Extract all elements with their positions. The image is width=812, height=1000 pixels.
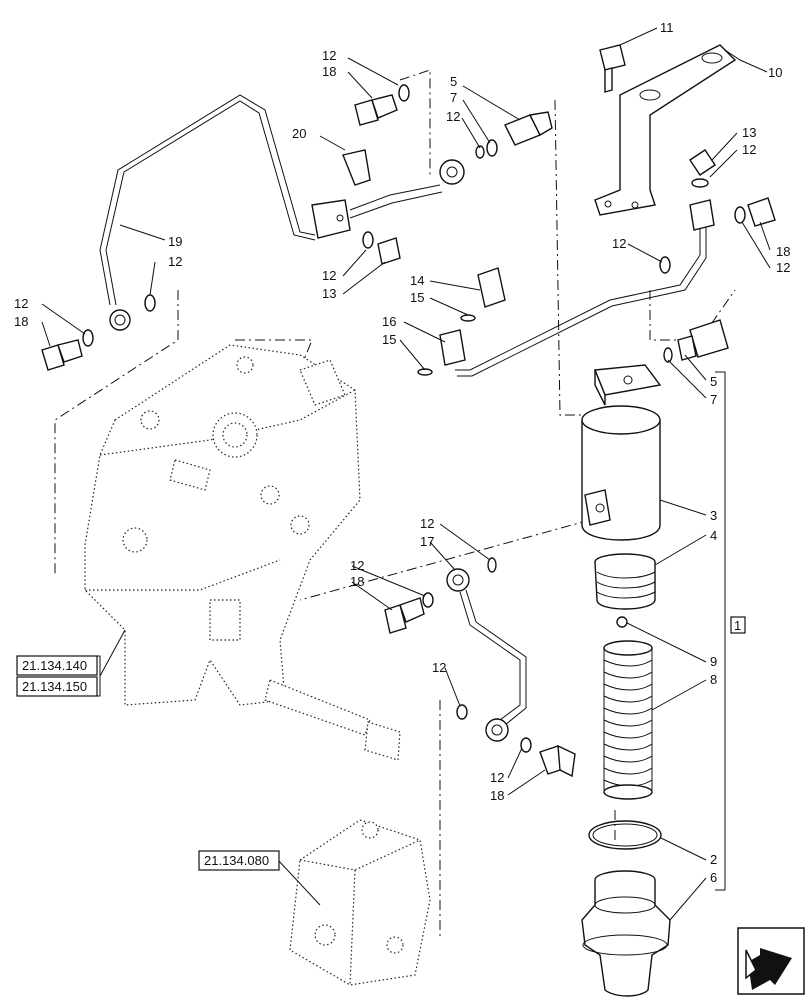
pipe-right xyxy=(455,149,776,377)
callout-15: 15 xyxy=(382,332,396,347)
accumulator-cylinder-3 xyxy=(581,364,662,541)
callout-13: 13 xyxy=(322,286,336,301)
callout-12: 12 xyxy=(350,558,364,573)
ref-box-21-134-150 xyxy=(16,676,98,697)
callout-12: 12 xyxy=(490,770,504,785)
bolt-18-left xyxy=(41,294,156,371)
callout-17: 17 xyxy=(420,534,434,549)
callout-labels: 11 10 12 18 5 7 12 20 13 12 12 19 18 12 … xyxy=(14,20,790,885)
bolt-18-top xyxy=(354,84,410,126)
callout-13: 13 xyxy=(742,125,756,140)
bracket-10 xyxy=(594,44,737,216)
ref-label-21-134-080: 21.134.080 xyxy=(204,853,269,868)
callout-6: 6 xyxy=(710,870,717,885)
callout-11: 11 xyxy=(660,20,674,35)
bolt-18-mid xyxy=(384,597,425,634)
callout-5: 5 xyxy=(710,374,717,389)
callout-18: 18 xyxy=(350,574,364,589)
ref-box-21-134-080 xyxy=(198,850,280,871)
callout-12: 12 xyxy=(446,109,460,124)
callout-4: 4 xyxy=(710,528,717,543)
pipe-19 xyxy=(99,94,316,331)
pipe-17 xyxy=(422,557,532,753)
plug-6 xyxy=(581,870,671,997)
callout-14: 14 xyxy=(410,273,424,288)
washer-12-13-left xyxy=(362,231,401,265)
callout-7: 7 xyxy=(450,90,457,105)
reference-boxes: 21.134.140 21.134.150 21.134.080 xyxy=(16,655,280,871)
callout-1: 1 xyxy=(734,618,741,633)
callout-16: 16 xyxy=(382,314,396,329)
ref-label-21-134-150: 21.134.150 xyxy=(22,679,87,694)
callout-18: 18 xyxy=(776,244,790,259)
callout-18: 18 xyxy=(490,788,504,803)
callout-12: 12 xyxy=(322,48,336,63)
fitting-5-right xyxy=(663,319,729,363)
callout-12: 12 xyxy=(612,236,626,251)
ref-box-21-134-140 xyxy=(16,655,98,676)
callout-19: 19 xyxy=(168,234,182,249)
next-page-arrow-icon[interactable] xyxy=(737,927,805,995)
callout-5: 5 xyxy=(450,74,457,89)
o-ring-2 xyxy=(588,820,662,850)
callout-9: 9 xyxy=(710,654,717,669)
callout-10: 10 xyxy=(768,65,782,80)
callout-12: 12 xyxy=(322,268,336,283)
assembly-bracket-1 xyxy=(715,371,746,891)
callout-12: 12 xyxy=(14,296,28,311)
callout-2: 2 xyxy=(710,852,717,867)
callout-12: 12 xyxy=(420,516,434,531)
callout-8: 8 xyxy=(710,672,717,687)
bolt-18-bottom xyxy=(539,744,576,778)
ref-label-21-134-140: 21.134.140 xyxy=(22,658,87,673)
tee-fitting xyxy=(311,149,465,239)
cap-4 xyxy=(594,553,656,610)
callout-18: 18 xyxy=(322,64,336,79)
callout-3: 3 xyxy=(710,508,717,523)
callout-15: 15 xyxy=(410,290,424,305)
fitting-5-top xyxy=(475,111,553,159)
callout-7: 7 xyxy=(710,392,717,407)
callout-12: 12 xyxy=(432,660,446,675)
leader-lines xyxy=(41,27,771,921)
callout-12: 12 xyxy=(168,254,182,269)
valve-body-assembly xyxy=(84,344,401,761)
callout-12: 12 xyxy=(742,142,756,157)
banjo-fitting-16 xyxy=(417,267,506,376)
spring-8 xyxy=(603,616,653,800)
callout-12: 12 xyxy=(776,260,790,275)
callout-18: 18 xyxy=(14,314,28,329)
callout-20: 20 xyxy=(292,126,306,141)
small-valve-assembly xyxy=(289,819,431,986)
